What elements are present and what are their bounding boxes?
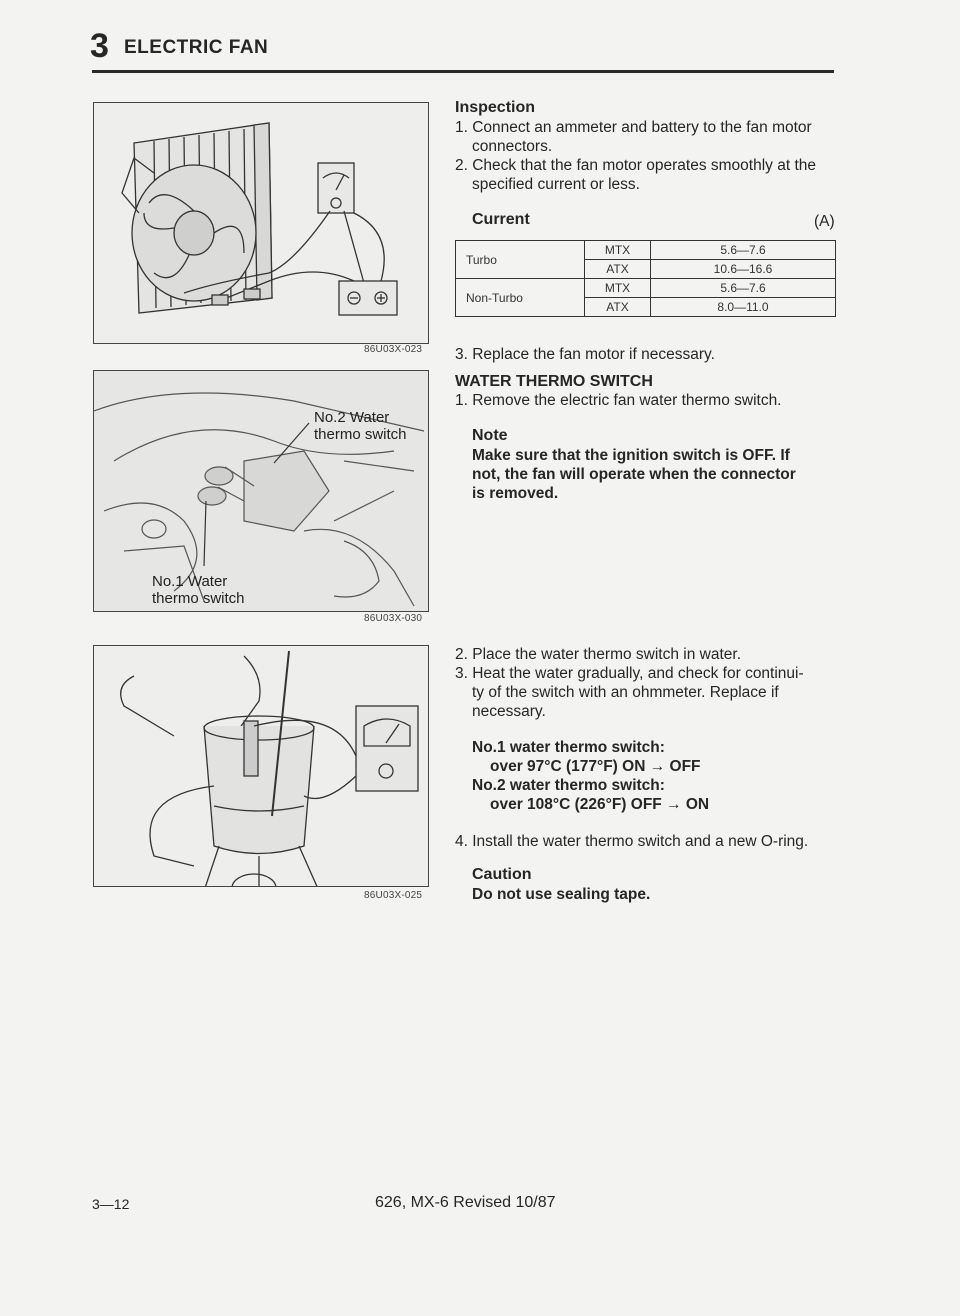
callout-no2-water-thermo-switch: No.2 Water thermo switch (314, 409, 407, 443)
thermo-step2: 2. Place the water thermo switch in wate… (455, 646, 742, 663)
spec-no1-label: No.1 water thermo switch: (472, 739, 665, 756)
inspection-step1-cont: connectors. (472, 138, 553, 155)
table-cell-value: 5.6—7.6 (650, 240, 836, 260)
thermo-step3-cont: ty of the switch with an ohmmeter. Repla… (472, 684, 779, 701)
current-label: Current (472, 211, 530, 228)
table-cell-group: Turbo (455, 240, 585, 279)
callout-line: No.2 Water (314, 409, 390, 426)
thermo-step3-cont: necessary. (472, 703, 546, 720)
callout-line: thermo switch (152, 590, 245, 607)
inspection-step3: 3. Replace the fan motor if necessary. (455, 346, 715, 363)
page-number: 3—12 (92, 1196, 130, 1212)
callout-line: No.1 Water (152, 573, 228, 590)
section-number: 3 (90, 27, 109, 65)
table-row: Turbo MTX 5.6—7.6 (455, 240, 836, 279)
figure-id: 86U03X-025 (364, 890, 423, 901)
fan-motor-ammeter-figure (93, 102, 429, 344)
note-line: not, the fan will operate when the conne… (472, 466, 796, 483)
table-cell-value: 8.0—11.0 (650, 297, 836, 317)
table-cell-type: MTX (584, 278, 651, 298)
current-unit: (A) (814, 213, 835, 230)
table-row: ATX 8.0—11.0 (456, 297, 836, 317)
inspection-step1: 1. Connect an ammeter and battery to the… (455, 119, 812, 136)
inspection-step2: 2. Check that the fan motor operates smo… (455, 157, 817, 174)
inspection-heading: Inspection (455, 99, 536, 116)
thermo-step1: 1. Remove the electric fan water thermo … (455, 392, 782, 409)
table-cell-type: MTX (584, 240, 651, 260)
spec-no2-label: No.2 water thermo switch: (472, 777, 665, 794)
thermo-step3: 3. Heat the water gradually, and check f… (455, 665, 804, 682)
callout-no1-water-thermo-switch: No.1 Water thermo switch (152, 573, 245, 607)
thermo-heading: WATER THERMO SWITCH (455, 373, 653, 390)
footer-model: 626, MX-6 Revised 10/87 (375, 1194, 556, 1211)
spec-no1-value: over 97°C (177°F) ON → OFF (490, 758, 701, 775)
figure-id: 86U03X-030 (364, 613, 423, 624)
table-cell-value: 10.6—16.6 (650, 259, 836, 279)
current-spec-table: Turbo MTX 5.6—7.6 ATX 10.6—16.6 Non-Turb… (455, 240, 836, 317)
table-cell-value: 5.6—7.6 (650, 278, 836, 298)
note-label: Note (472, 427, 508, 444)
caution-text: Do not use sealing tape. (472, 886, 651, 903)
thermo-switch-test-figure (93, 645, 429, 887)
table-row: Non-Turbo MTX 5.6—7.6 (455, 278, 836, 317)
table-cell-group: Non-Turbo (455, 278, 585, 317)
note-line: is removed. (472, 485, 559, 502)
thermo-step4: 4. Install the water thermo switch and a… (455, 833, 809, 850)
engine-photo-illustration (94, 392, 425, 607)
header-rule (92, 70, 834, 73)
caution-label: Caution (472, 866, 532, 883)
section-title: ELECTRIC FAN (124, 37, 269, 58)
fan-motor-illustration (121, 122, 398, 316)
note-line: Make sure that the ignition switch is OF… (472, 447, 790, 464)
thermo-switch-location-figure: No.2 Water thermo switch No.1 Water ther… (93, 370, 429, 612)
inspection-step2-cont: specified current or less. (472, 176, 640, 193)
table-cell-type: ATX (584, 259, 651, 279)
callout-line: thermo switch (314, 426, 407, 443)
figure-id: 86U03X-023 (364, 344, 423, 355)
heating-test-illustration (120, 650, 419, 886)
table-cell-type: ATX (584, 297, 651, 317)
spec-no2-value: over 108°C (226°F) OFF → ON (490, 796, 710, 813)
